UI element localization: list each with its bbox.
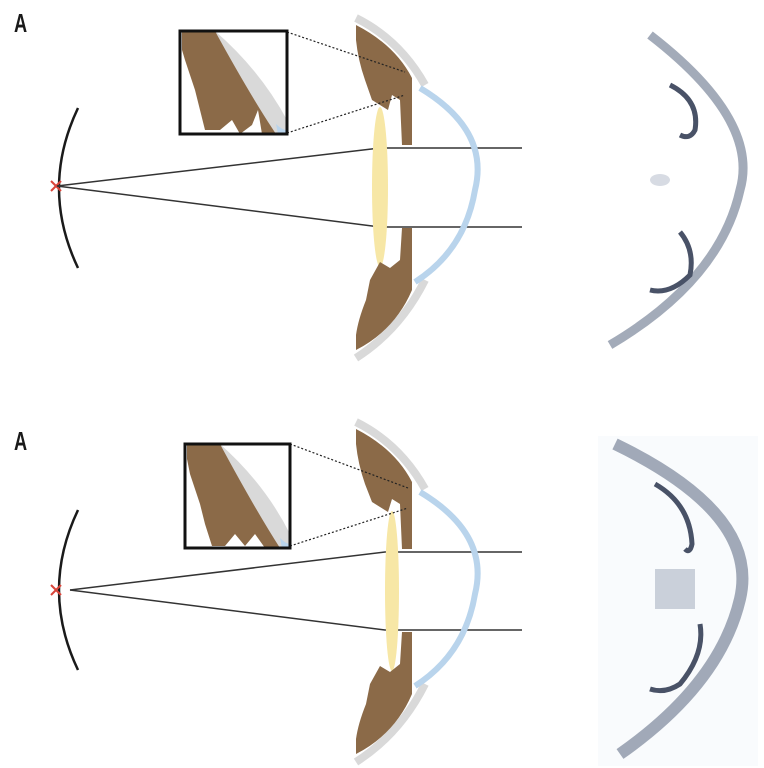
cornea: [413, 85, 481, 285]
lens: [385, 511, 399, 671]
iris-top: [356, 25, 412, 145]
zoom-lines: [289, 443, 409, 547]
sclera-bottom: [353, 278, 429, 362]
sclera-bottom: [353, 682, 429, 766]
sclera-top: [354, 418, 429, 491]
eye-diagram: [50, 14, 748, 362]
cornea: [413, 489, 481, 689]
retina-arc: [57, 509, 80, 671]
iris-bottom: [356, 632, 412, 754]
lens: [372, 107, 388, 267]
light-rays: [69, 551, 522, 631]
iris-top: [356, 429, 412, 549]
focal-point-icon: [50, 584, 62, 596]
light-rays: [56, 147, 522, 228]
figure-panel-bottom: A: [0, 384, 764, 768]
zoom-lines: [286, 31, 406, 134]
iris-inset: [178, 29, 289, 136]
figure-panel-top: A: [14, 8, 748, 362]
eye-diagram: [50, 418, 758, 766]
panel-label: A: [14, 8, 28, 38]
panel-label: A: [14, 426, 28, 456]
iris-bottom: [356, 228, 412, 350]
sclera-top: [354, 14, 429, 87]
iris-inset: [183, 442, 292, 550]
oct-image: [607, 31, 748, 349]
focal-point-icon: [50, 180, 62, 192]
oct-image: [598, 436, 758, 766]
